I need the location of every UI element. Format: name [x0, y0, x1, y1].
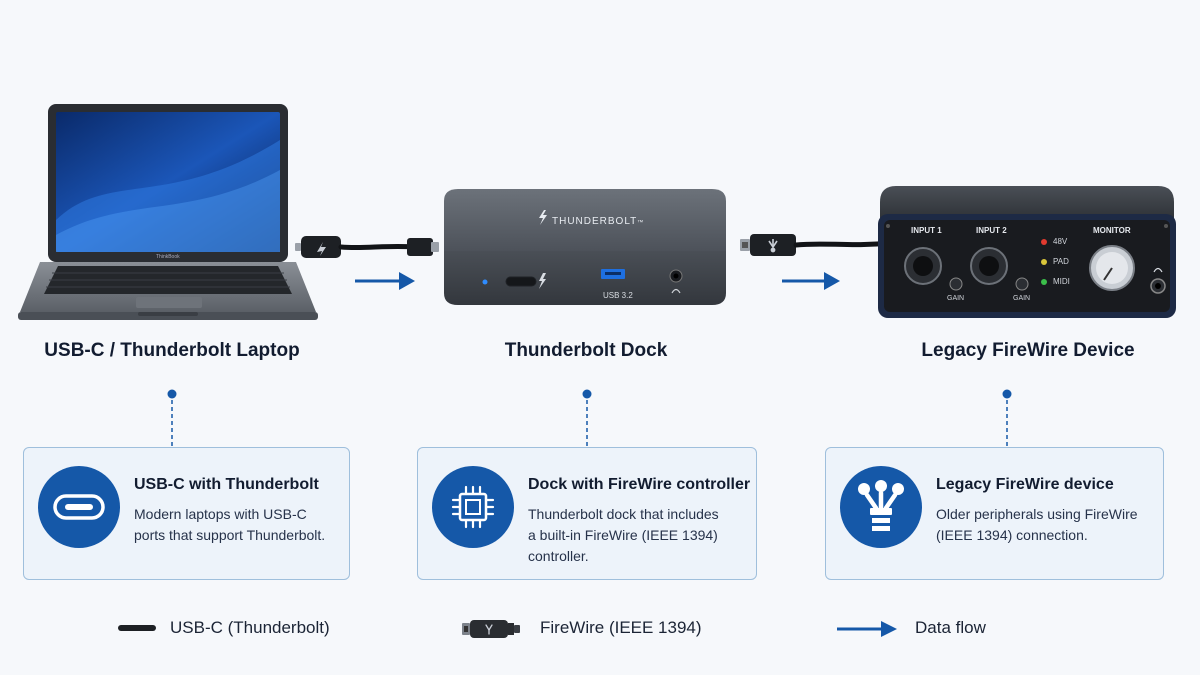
firewire-symbol-icon [840, 466, 922, 548]
card-description: Thunderbolt dock that includes a built-i… [528, 504, 719, 567]
led-pad-label: PAD [1053, 257, 1069, 266]
monitor-label: MONITOR [1093, 226, 1131, 235]
card-desc-line: (IEEE 1394) connection. [936, 527, 1088, 543]
dock-title: Thunderbolt Dock [504, 340, 668, 361]
led-midi-label: MIDI [1053, 277, 1070, 286]
card-desc-line: a built-in FireWire (IEEE 1394) [528, 527, 718, 543]
dock-usb-port-label: USB 3.2 [603, 291, 633, 300]
legend-firewire-connector-icon [462, 620, 520, 638]
firewire-audio-interface-illustration: INPUT 1 INPUT 2 GAIN GAIN 48V PAD MIDI M… [876, 184, 1178, 320]
card-desc-line: controller. [528, 548, 589, 564]
laptop-title: USB-C / Thunderbolt Laptop [44, 340, 300, 361]
chip-icon [432, 466, 514, 548]
legend-firewire-label: FireWire (IEEE 1394) [540, 618, 702, 637]
dock-brand-label: THUNDERBOLT™ [552, 216, 644, 227]
gain1-label: GAIN [947, 295, 965, 302]
legend-data-flow-label: Data flow [915, 618, 986, 637]
connector-firewire [1002, 389, 1012, 446]
usb-c-port-icon [38, 466, 120, 548]
card-title: USB-C with Thunderbolt [134, 476, 319, 493]
card-desc-line: ports that support Thunderbolt. [134, 527, 326, 543]
card-description: Modern laptops with USB-C ports that sup… [134, 504, 325, 546]
thunderbolt-dock-illustration: THUNDERBOLT™ USB 3.2 [440, 185, 730, 310]
usb-c-cable [295, 230, 440, 264]
legend-usb-c-label: USB-C (Thunderbolt) [170, 618, 330, 637]
input1-label: INPUT 1 [911, 226, 942, 235]
data-flow-arrow-1 [355, 272, 415, 290]
gain2-label: GAIN [1013, 295, 1031, 302]
legend-usb-c-swatch [118, 625, 156, 631]
card-firewire: Legacy FireWire device Older peripherals… [825, 447, 1164, 580]
card-dock: Dock with FireWire controller Thunderbol… [417, 447, 757, 580]
card-description: Older peripherals using FireWire (IEEE 1… [936, 504, 1138, 546]
laptop-brand-badge: ThinkBook [156, 254, 180, 260]
connector-laptop [167, 389, 177, 446]
laptop-illustration: ThinkBook [18, 100, 323, 325]
card-desc-line: Modern laptops with USB-C [134, 506, 307, 522]
card-desc-line: Thunderbolt dock that includes [528, 506, 719, 522]
led-48v-label: 48V [1053, 237, 1068, 246]
card-title: Legacy FireWire device [936, 476, 1114, 493]
card-title: Dock with FireWire controller [528, 476, 751, 493]
card-desc-line: Older peripherals using FireWire [936, 506, 1138, 522]
dock-brand-suffix: ™ [637, 220, 645, 226]
card-usb-c: USB-C with Thunderbolt Modern laptops wi… [23, 447, 350, 580]
firewire-cable [740, 228, 893, 262]
data-flow-arrow-2 [782, 272, 840, 290]
input2-label: INPUT 2 [976, 226, 1007, 235]
dock-brand-text: THUNDERBOLT [552, 216, 638, 227]
firewire-device-title: Legacy FireWire Device [921, 340, 1135, 361]
connector-dock [582, 389, 592, 446]
legend-data-flow-arrow [837, 621, 897, 637]
